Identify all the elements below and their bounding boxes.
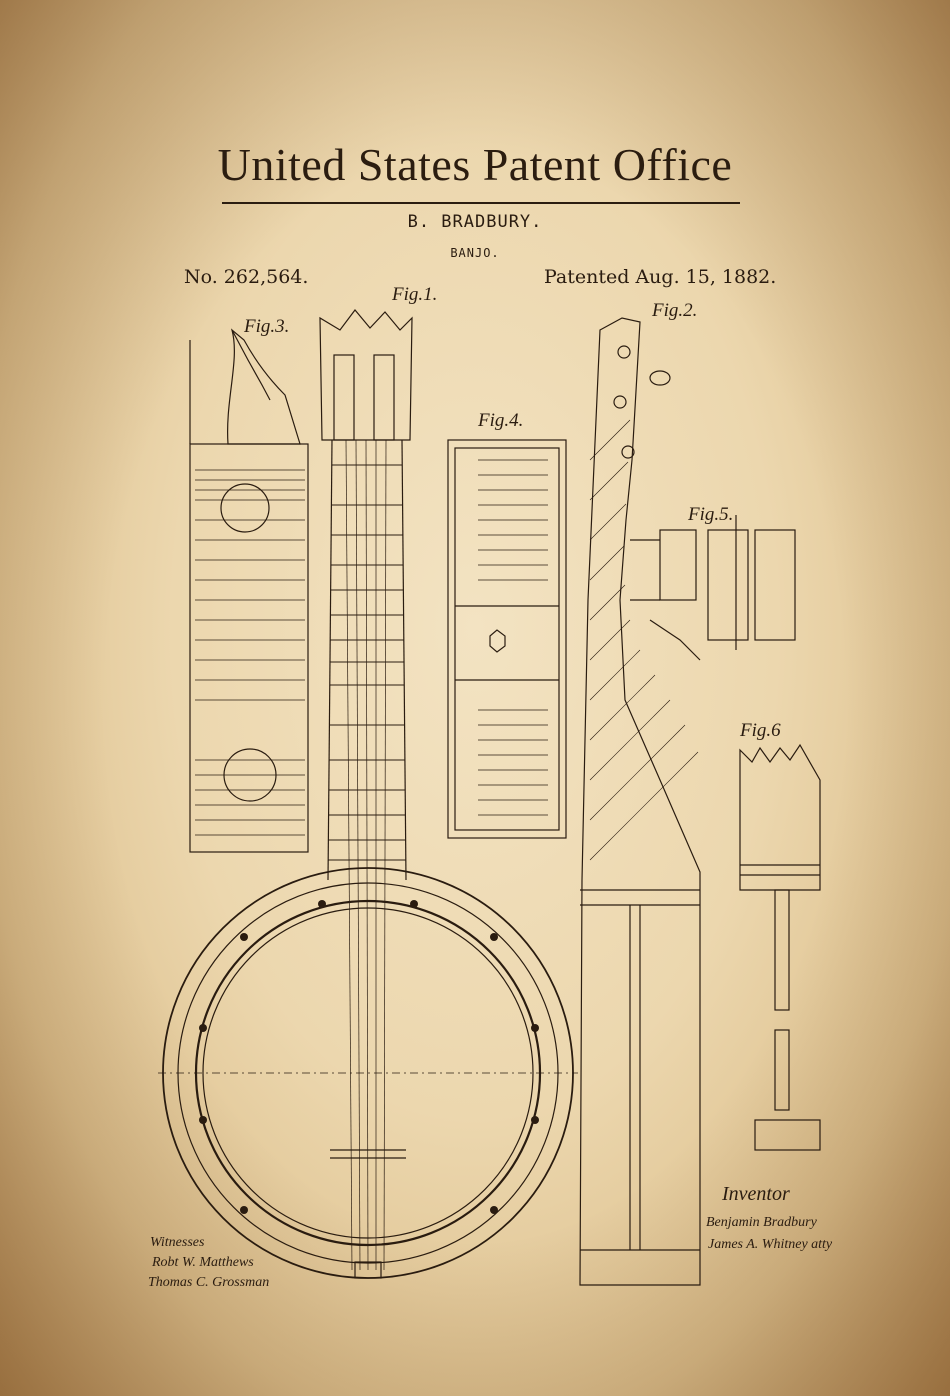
figure-3-label: Fig.3.	[243, 316, 289, 337]
figure-5-drawing	[630, 515, 796, 661]
invention-title: BANJO.	[450, 246, 500, 260]
figure-3-drawing	[189, 328, 309, 853]
title-rule	[222, 202, 740, 204]
witness-signature-2: Thomas C. Grossman	[148, 1275, 269, 1290]
patent-number: No. 262,564.	[184, 266, 309, 288]
patent-office-title: United States Patent Office	[217, 139, 733, 190]
figure-2-label: Fig.2.	[651, 300, 697, 321]
figure-6-drawing	[739, 743, 821, 1151]
attorney-signature: James A. Whitney atty	[708, 1237, 833, 1252]
inventor-label: Inventor	[721, 1183, 790, 1205]
figure-4-drawing	[447, 439, 567, 839]
inventor-signature: Benjamin Bradbury	[706, 1215, 818, 1230]
figure-5-label: Fig.5.	[687, 504, 733, 525]
patent-date: Patented Aug. 15, 1882.	[544, 266, 777, 288]
figure-1-drawing	[158, 309, 578, 1279]
figure-4-label: Fig.4.	[477, 410, 523, 431]
witness-signature-1: Robt W. Matthews	[151, 1255, 254, 1270]
figure-2-drawing	[579, 317, 701, 1286]
witnesses-label: Witnesses	[150, 1235, 205, 1250]
inventor-name: B. BRADBURY.	[407, 212, 543, 232]
figure-6-label: Fig.6	[739, 720, 781, 741]
figure-1-label: Fig.1.	[391, 284, 437, 305]
